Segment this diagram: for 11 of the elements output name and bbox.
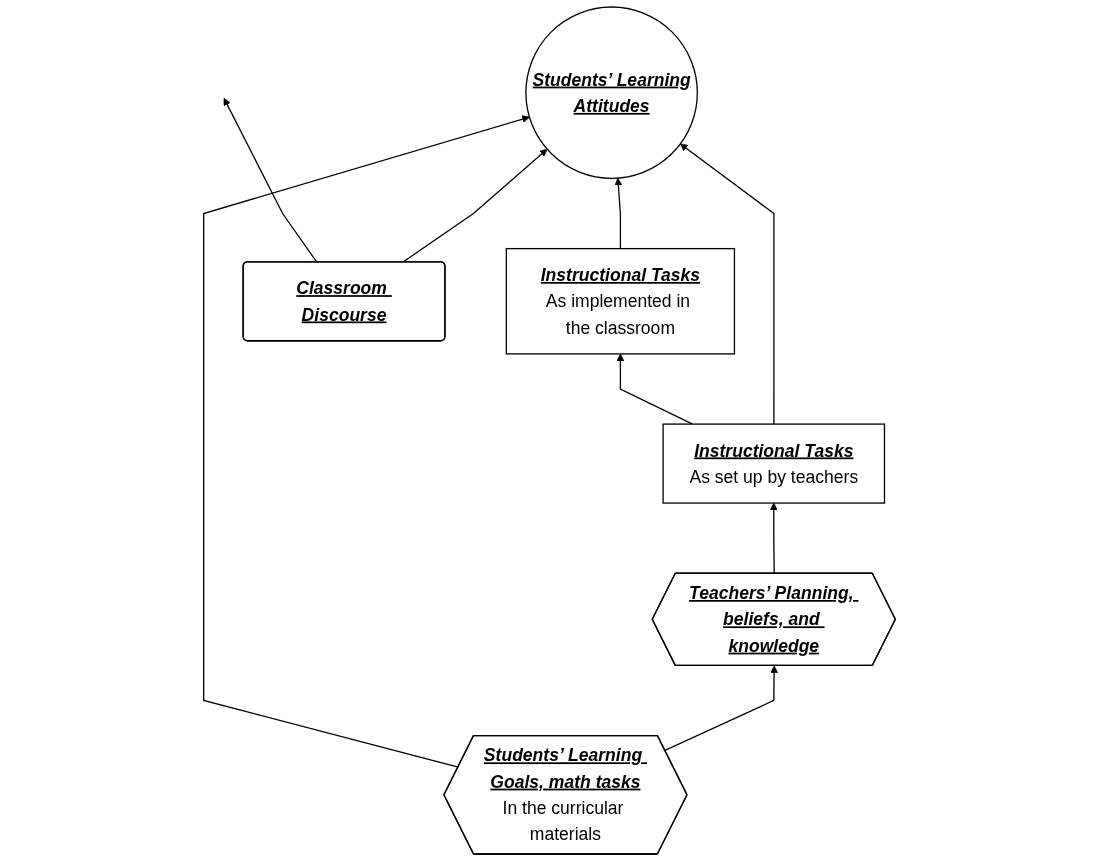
arrow bbox=[203, 115, 530, 768]
arrow bbox=[680, 143, 775, 425]
arrow bbox=[223, 97, 318, 263]
node-box: Instructional Tasks As implemented in the classroom bbox=[505, 247, 736, 355]
node-circle: Students’ Learning Attitudes bbox=[525, 6, 698, 180]
arrow bbox=[616, 353, 694, 425]
node-box: Instructional Tasks As set up by teachers bbox=[662, 423, 886, 504]
arrow bbox=[614, 177, 623, 250]
arrow bbox=[402, 148, 548, 263]
arrow bbox=[769, 502, 778, 575]
arrow bbox=[664, 665, 778, 751]
